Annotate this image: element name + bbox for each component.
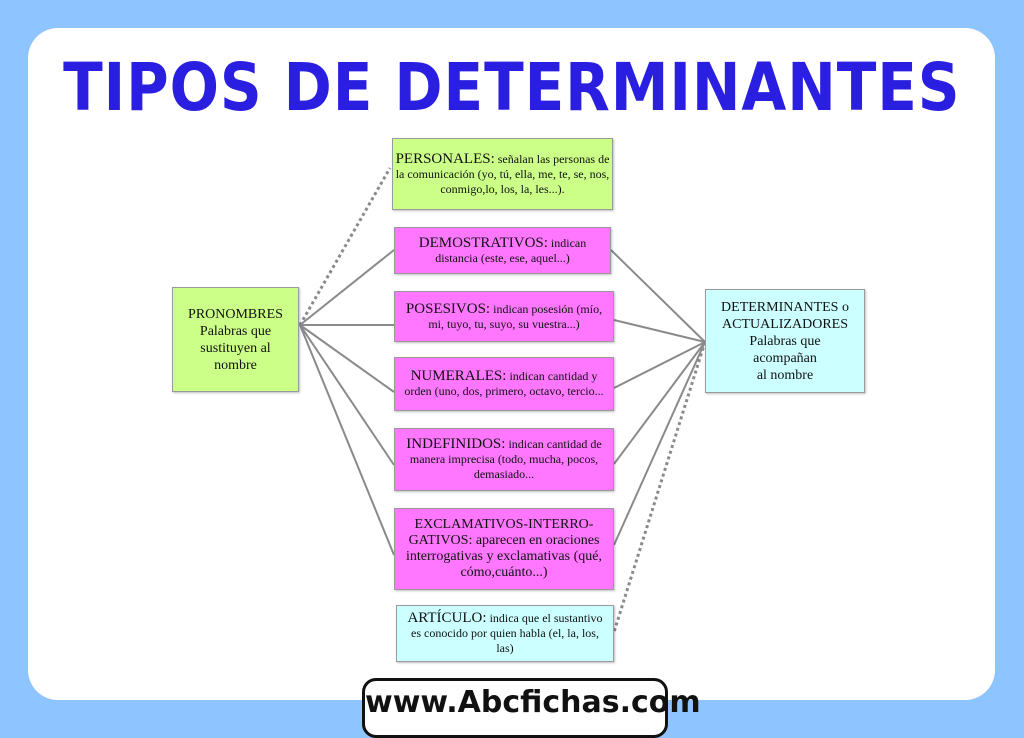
box-indefinidos: INDEFINIDOS: indican cantidad de manera … — [394, 428, 614, 491]
determinantes-line: Palabras que — [749, 333, 821, 349]
box-articulo: ARTÍCULO: indica que el sustantivo es co… — [396, 605, 614, 662]
box-head: ARTÍCULO: — [407, 610, 487, 626]
box-text: indican cantidad de manera imprecisa (to… — [409, 437, 602, 481]
pronombres-line: nombre — [214, 357, 257, 373]
box-text: indica que el sustantivo es conocido por… — [411, 611, 603, 655]
connector-demostrativos — [299, 249, 395, 326]
box-head: POSESIVOS: — [405, 300, 491, 317]
connector-r-exclamativos — [613, 341, 706, 546]
determinantes-line: ACTUALIZADORES — [722, 316, 848, 332]
determinantes-line: al nombre — [756, 367, 814, 383]
page-title: TIPOS DE DETERMINANTES — [63, 49, 961, 126]
pronombres-head: PRONOMBRES — [188, 306, 283, 322]
pronombres-line: sustituyen al — [200, 340, 271, 356]
connector-exclamativos — [299, 324, 395, 556]
box-text: indican cantidad y orden (uno, dos, prim… — [404, 369, 604, 398]
connector-personales — [298, 167, 392, 326]
determinantes-line: acompañan — [753, 350, 817, 366]
connector-r-articulo — [612, 341, 707, 633]
connector-r-indefinidos — [613, 341, 706, 465]
website-link[interactable]: www.Abcfichas.com — [362, 678, 701, 738]
box-head: EXCLAMATIVOS-INTERRO-GATIVOS: — [408, 517, 594, 548]
box-text: indican distancia (este, ese, aquel...) — [435, 235, 587, 265]
connector-r-demostrativos — [610, 249, 706, 343]
box-head: PERSONALES: — [395, 150, 495, 167]
box-exclamativos: EXCLAMATIVOS-INTERRO-GATIVOS: aparecen e… — [394, 508, 614, 590]
determinantes-node: DETERMINANTES o ACTUALIZADORES Palabras … — [705, 289, 865, 393]
connector-r-numerales — [613, 341, 706, 389]
page-title-wrap: TIPOS DE DETERMINANTES — [0, 48, 1024, 128]
box-posesivos: POSESIVOS: indican posesión (mío, mi, tu… — [394, 291, 614, 342]
box-head: NUMERALES: — [410, 368, 507, 384]
connector-r-posesivos — [613, 319, 706, 343]
connector-lines — [298, 167, 707, 633]
connector-numerales — [299, 324, 395, 393]
box-text: aparecen en oraciones interrogativas y e… — [406, 533, 602, 580]
connector-indefinidos — [299, 324, 395, 466]
pronombres-node: PRONOMBRES Palabras que sustituyen al no… — [172, 287, 299, 392]
pronombres-line: Palabras que — [199, 323, 272, 339]
box-head: DEMOSTRATIVOS: — [418, 234, 548, 251]
box-personales: PERSONALES: señalan las personas de la c… — [392, 138, 613, 210]
box-head: INDEFINIDOS: — [406, 436, 506, 452]
box-text: indican posesión (mío, mi, tuyo, tu, suy… — [428, 301, 603, 331]
box-numerales: NUMERALES: indican cantidad y orden (uno… — [394, 357, 614, 411]
determinantes-line: DETERMINANTES o — [721, 299, 849, 315]
box-demostrativos: DEMOSTRATIVOS: indican distancia (este, … — [394, 227, 611, 274]
box-text: señalan las personas de la comunicación … — [395, 151, 610, 196]
